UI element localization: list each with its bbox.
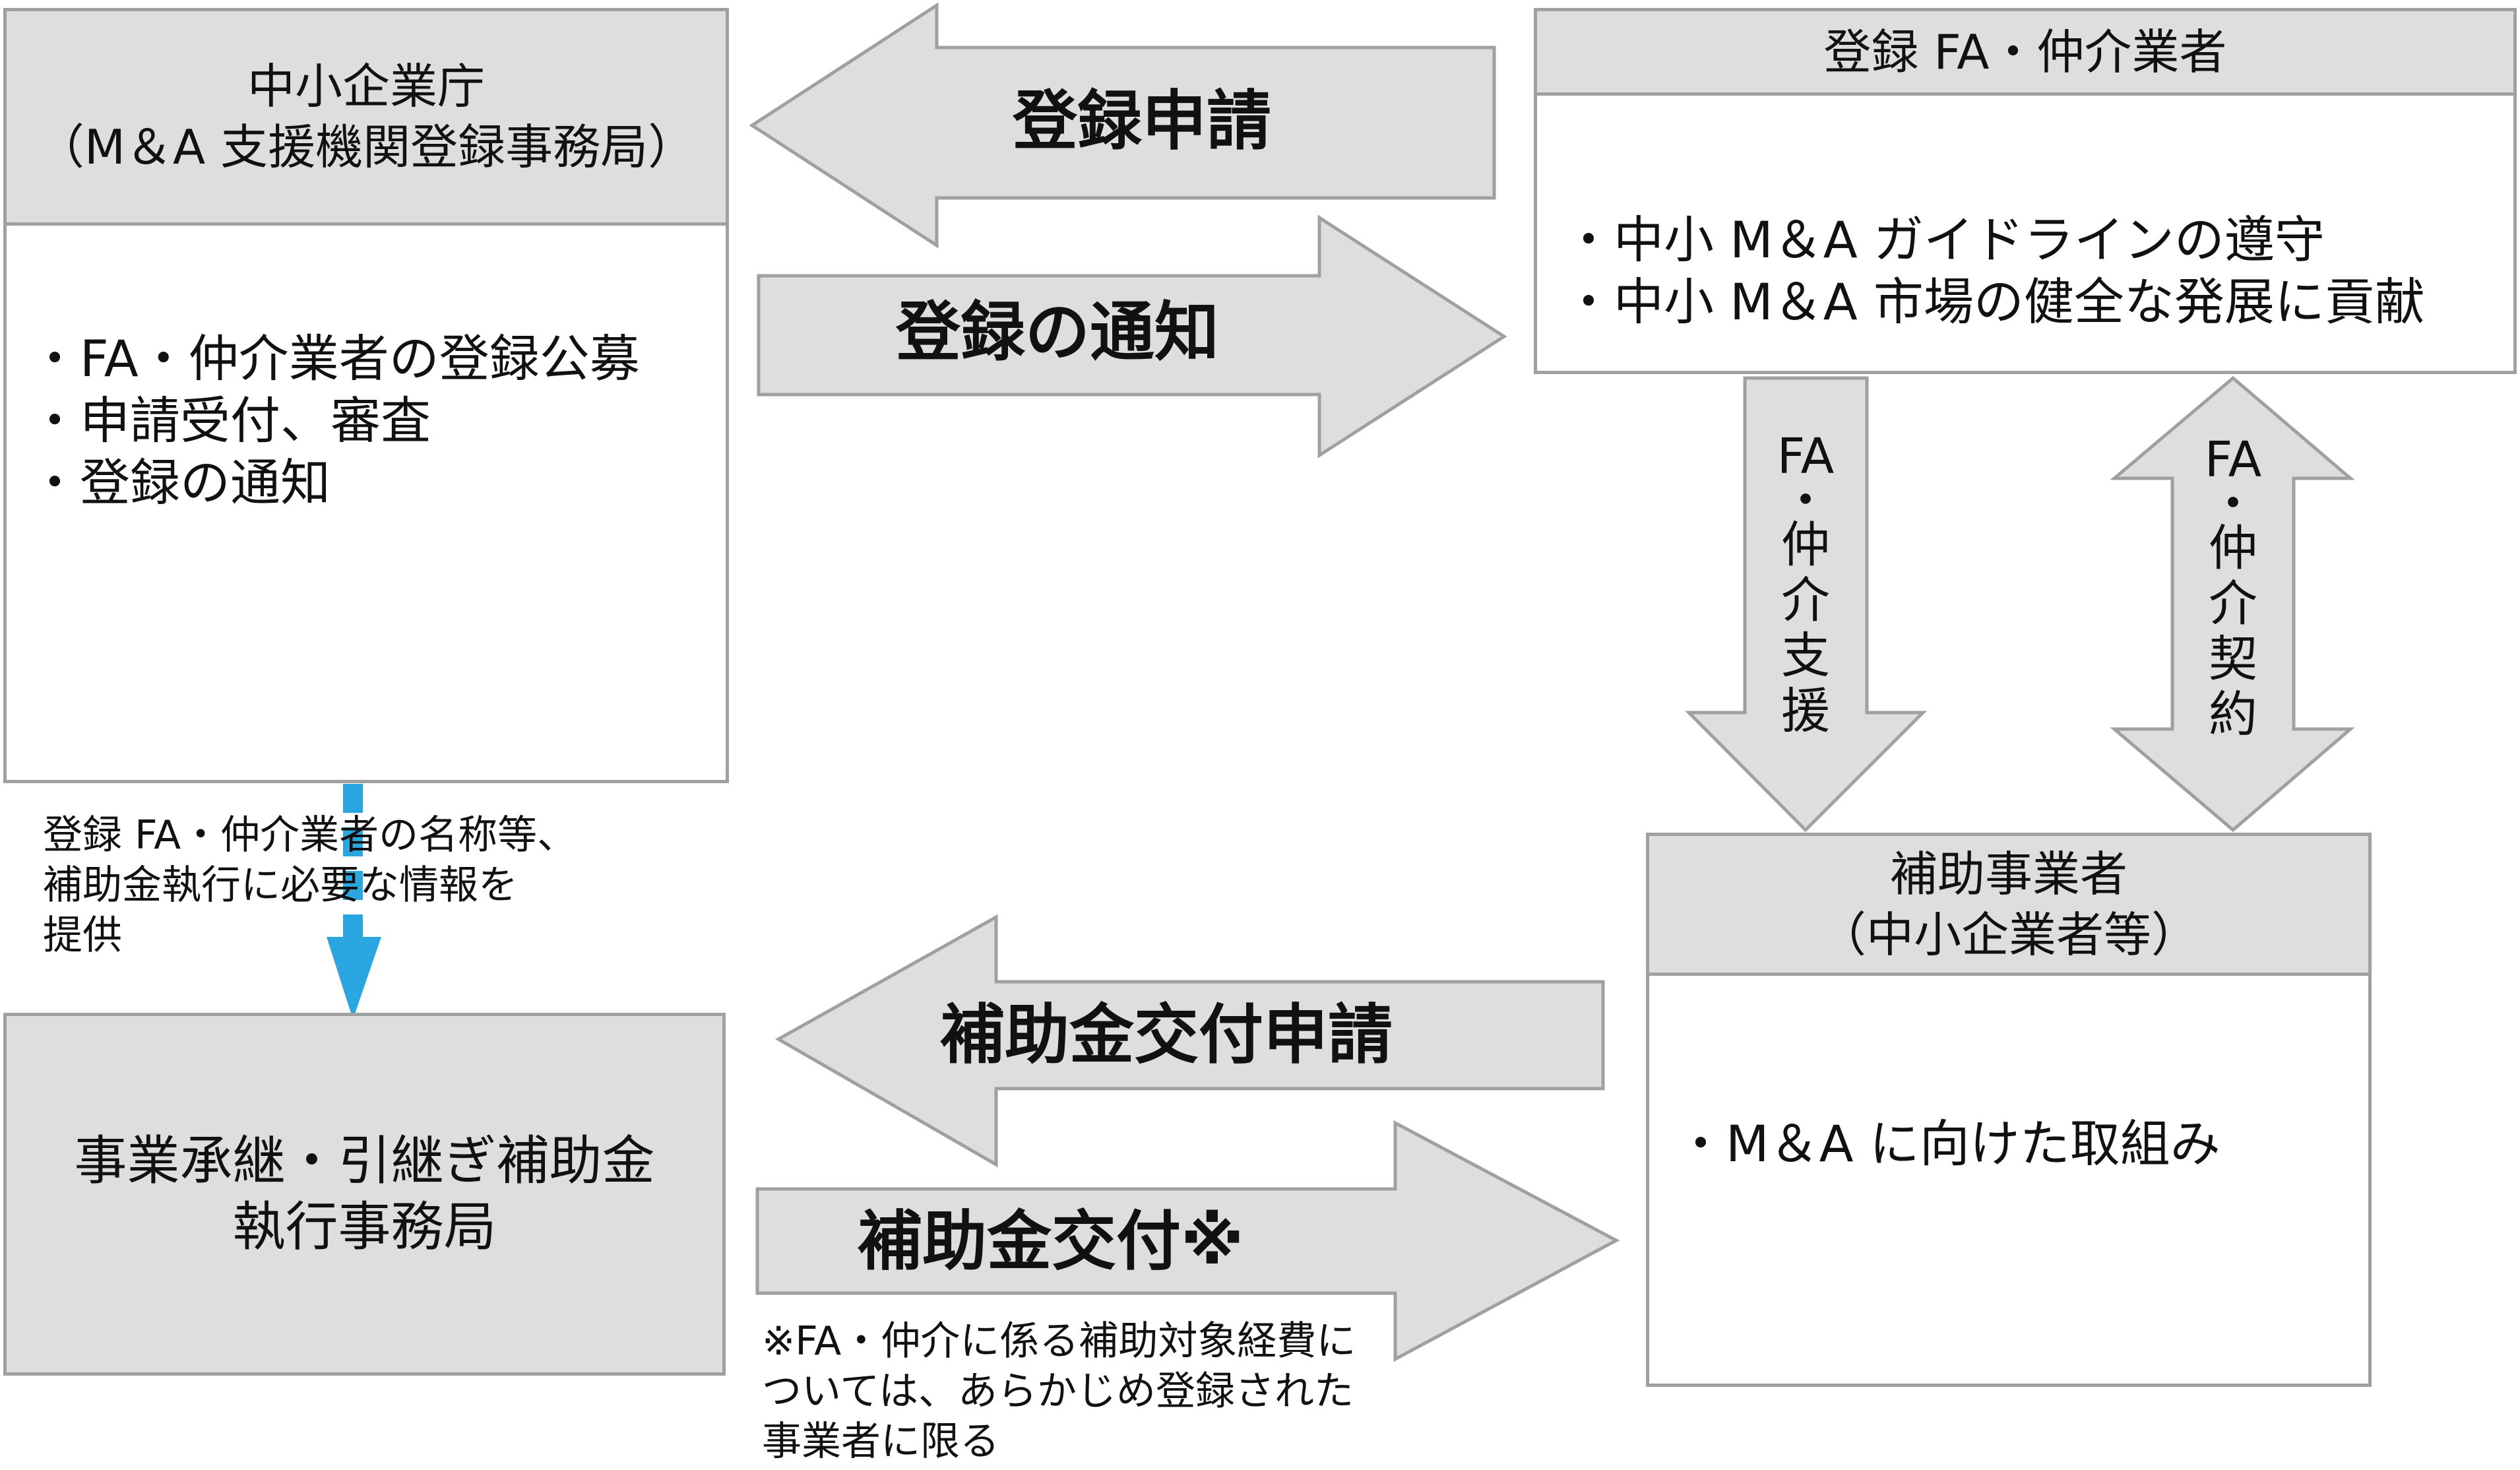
subsidy-recipient-title: 補助事業者 <box>1889 846 2127 902</box>
registered-fa-header: 登録 FA・仲介業者 <box>1537 11 2513 96</box>
registration-application-label: 登録申請 <box>1013 84 1272 159</box>
fa-contract-char: 契 <box>2209 631 2257 687</box>
subsidy-application-arrow <box>774 914 1605 1168</box>
subsidy-recipient-box: 補助事業者 （中小企業者等） ・M＆A に向けた取組み <box>1646 833 2372 1387</box>
fa-support-char: 援 <box>1781 683 1830 740</box>
subsidy-office-name: 事業承継・引継ぎ補助金 <box>74 1130 655 1192</box>
list-item: ・M＆A に向けた取組み <box>1676 1114 2221 1173</box>
footnote-line: 事業者に限る <box>762 1419 999 1465</box>
fa-contract-arrow <box>2110 375 2355 833</box>
fa-contract-label: FA ・ 仲 介 契 約 <box>2197 432 2269 742</box>
fa-support-char: 介 <box>1781 572 1830 629</box>
fa-support-arrow <box>1684 376 1928 833</box>
sme-agency-title: 中小企業庁 <box>247 59 485 114</box>
footnote-line: ついては、あらかじめ登録された <box>762 1368 1354 1415</box>
sme-agency-box: 中小企業庁 （M＆A 支援機関登録事務局） ・FA・仲介業者の登録公募 ・申請受… <box>3 8 729 783</box>
fa-support-char: FA <box>1777 428 1835 485</box>
list-item: ・登録の通知 <box>30 453 331 512</box>
sme-agency-list: ・FA・仲介業者の登録公募 ・申請受付、審査 ・登録の通知 <box>30 328 640 514</box>
registration-application-arrow <box>749 2 1496 249</box>
info-note: 登録 FA・仲介業者の名称等、 補助金執行に必要な情報を 提供 <box>43 810 577 961</box>
footnote: ※FA・仲介に係る補助対象経費に ついては、あらかじめ登録された 事業者に限る <box>762 1316 1356 1467</box>
subsidy-recipient-header: 補助事業者 （中小企業者等） <box>1649 836 2368 976</box>
fa-support-char: 支 <box>1781 627 1830 684</box>
subsidy-office-box: 事業承継・引継ぎ補助金 執行事務局 <box>3 1013 726 1376</box>
fa-contract-char: 約 <box>2209 686 2257 743</box>
list-item: ・FA・仲介業者の登録公募 <box>30 329 640 388</box>
subsidy-application-label: 補助金交付申請 <box>940 998 1393 1073</box>
info-arrowhead <box>327 937 381 1019</box>
fa-contract-char: 仲 <box>2209 520 2257 577</box>
fa-support-char: 仲 <box>1781 517 1830 573</box>
subsidy-grant-label: 補助金交付※ <box>858 1204 1244 1279</box>
subsidy-grant-arrow <box>755 1120 1620 1362</box>
list-item: ・中小 M＆A 市場の健全な発展に貢献 <box>1563 272 2425 331</box>
registered-fa-box: 登録 FA・仲介業者 ・中小 M＆A ガイドラインの遵守 ・中小 M＆A 市場の… <box>1534 8 2517 374</box>
sme-agency-subtitle: （M＆A 支援機関登録事務局） <box>36 119 696 175</box>
subsidy-office-name-2: 執行事務局 <box>232 1196 497 1258</box>
subsidy-recipient-list: ・M＆A に向けた取組み <box>1676 1113 2221 1175</box>
registered-fa-title: 登録 FA・仲介業者 <box>1823 24 2227 80</box>
registration-notice-label: 登録の通知 <box>896 295 1220 370</box>
fa-contract-char: FA <box>2204 431 2262 488</box>
subsidy-recipient-subtitle: （中小企業者等） <box>1818 907 2199 963</box>
registration-notice-arrow <box>757 214 1507 459</box>
info-note-line: 提供 <box>43 912 122 959</box>
fa-support-label: FA ・ 仲 介 支 援 <box>1769 429 1842 739</box>
list-item: ・中小 M＆A ガイドラインの遵守 <box>1563 210 2325 269</box>
info-note-line: 登録 FA・仲介業者の名称等、 <box>43 812 577 858</box>
footnote-line: ※FA・仲介に係る補助対象経費に <box>762 1318 1356 1364</box>
sme-agency-header: 中小企業庁 （M＆A 支援機関登録事務局） <box>7 11 726 226</box>
fa-contract-char: ・ <box>2209 476 2257 532</box>
registered-fa-list: ・中小 M＆A ガイドラインの遵守 ・中小 M＆A 市場の健全な発展に貢献 <box>1563 209 2425 333</box>
list-item: ・申請受付、審査 <box>30 391 431 450</box>
fa-support-char: ・ <box>1781 472 1830 529</box>
info-note-line: 補助金執行に必要な情報を <box>43 862 518 909</box>
fa-contract-char: 介 <box>2209 575 2257 632</box>
